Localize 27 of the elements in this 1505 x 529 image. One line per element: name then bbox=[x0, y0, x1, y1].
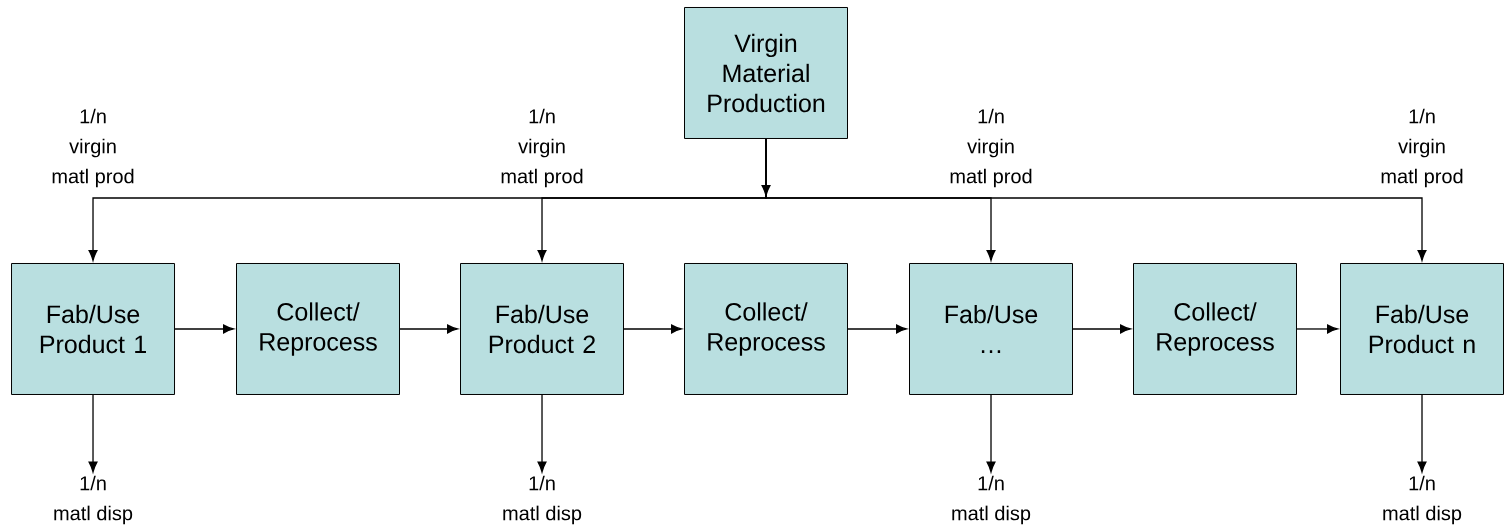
output-label: 1/n matl disp bbox=[54, 475, 133, 525]
arrow bbox=[986, 394, 996, 473]
process-box: Collect/ Reprocess bbox=[1133, 263, 1297, 395]
arrow bbox=[88, 394, 98, 473]
output-label: 1/n matl disp bbox=[952, 475, 1031, 525]
process-box: Fab/Use Product 2 bbox=[460, 263, 624, 395]
edge-label: 1/n virgin matl prod bbox=[501, 108, 583, 188]
arrow bbox=[174, 324, 235, 334]
process-box: Virgin Material Production bbox=[684, 7, 848, 139]
output-label: 1/n matl disp bbox=[1383, 475, 1462, 525]
process-box: Collect/ Reprocess bbox=[236, 263, 400, 395]
process-box: Fab/Use … bbox=[909, 263, 1073, 395]
process-box: Collect/ Reprocess bbox=[684, 263, 848, 395]
arrow bbox=[1417, 394, 1427, 473]
output-label: 1/n matl disp bbox=[503, 475, 582, 525]
arrow bbox=[623, 324, 683, 334]
edge-label: 1/n virgin matl prod bbox=[950, 108, 1032, 188]
arrow bbox=[1296, 324, 1339, 334]
process-box: Fab/Use Product 1 bbox=[11, 263, 175, 395]
arrow bbox=[847, 324, 908, 334]
arrow bbox=[765, 138, 1427, 261]
arrow bbox=[537, 394, 547, 473]
arrow bbox=[1072, 324, 1132, 334]
edge-label: 1/n virgin matl prod bbox=[52, 108, 134, 188]
arrow bbox=[399, 324, 459, 334]
process-box: Fab/Use Product n bbox=[1340, 263, 1504, 395]
edge-label: 1/n virgin matl prod bbox=[1381, 108, 1463, 188]
